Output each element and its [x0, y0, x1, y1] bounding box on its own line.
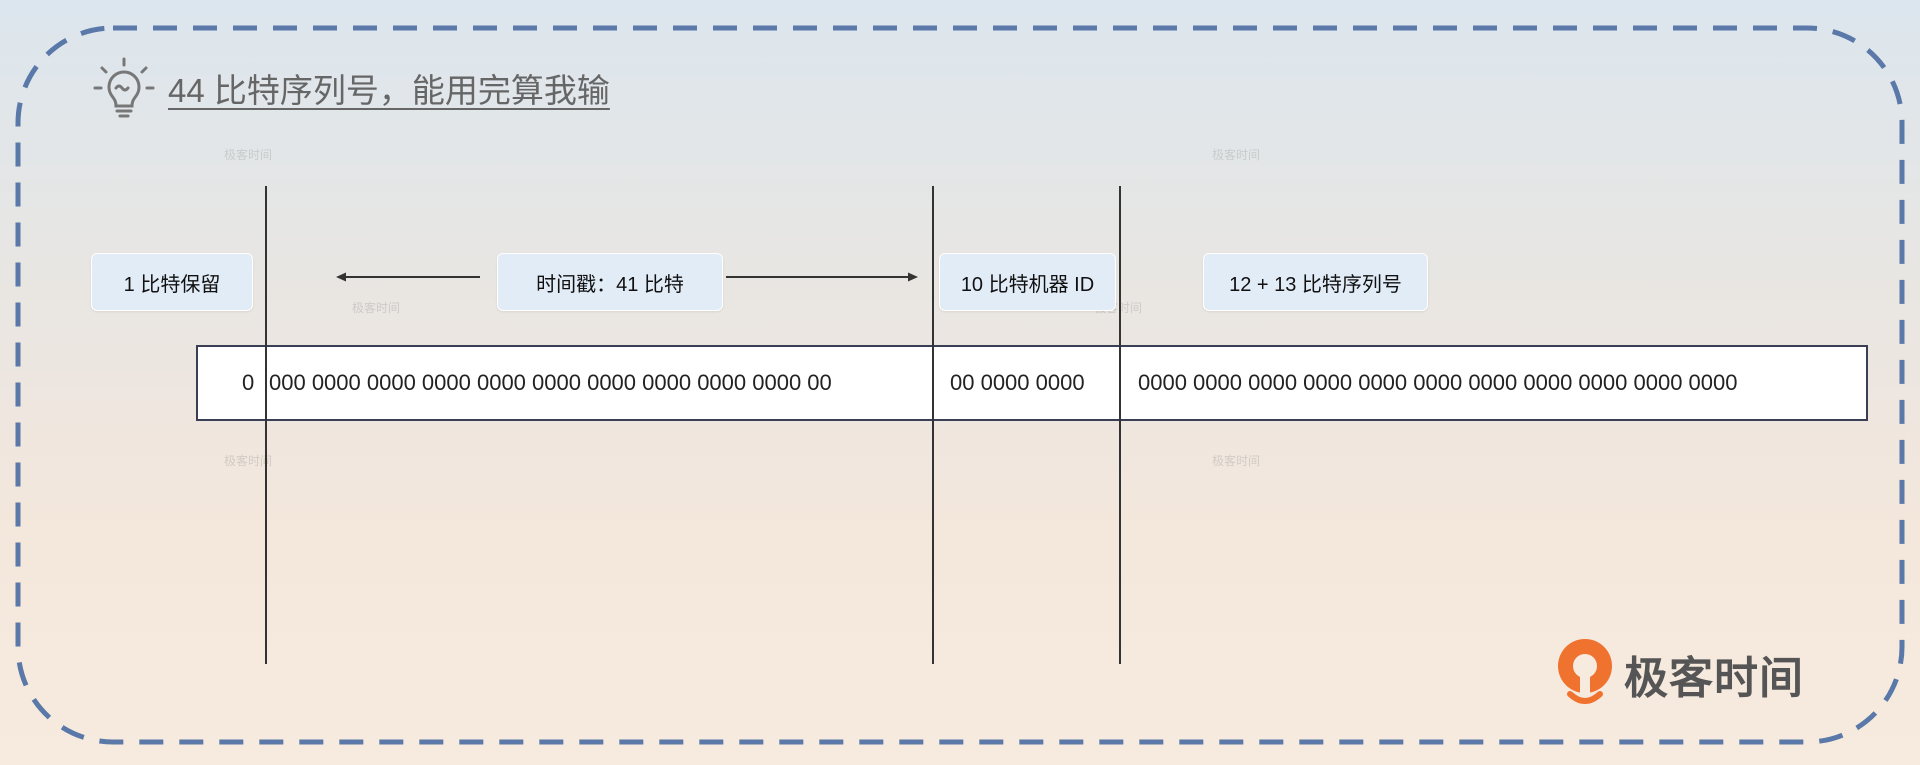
watermark: 极客时间	[1212, 454, 1261, 468]
sequence-bits: 0000 0000 0000 0000 0000 0000 0000 0000 …	[1138, 370, 1738, 395]
geektime-logo-icon	[1558, 639, 1612, 704]
machine-id-bits: 00 0000 0000	[950, 370, 1085, 395]
label-reserved: 1 比特保留	[91, 253, 253, 311]
watermark: 极客时间	[224, 454, 273, 468]
lightbulb-icon	[93, 57, 155, 118]
watermark: 极客时间	[352, 301, 401, 315]
right-arrow-icon	[726, 272, 918, 282]
title-row: 44 比特序列号，能用完算我输	[92, 56, 610, 120]
page-title: 44 比特序列号，能用完算我输	[168, 72, 610, 109]
brand-logo: 极客时间	[1556, 638, 1804, 710]
watermark: 极客时间	[224, 148, 273, 162]
label-sequence: 12 + 13 比特序列号	[1203, 253, 1428, 311]
divider-line	[932, 186, 934, 664]
divider-line	[265, 186, 267, 664]
bit-layout-bar	[196, 345, 1868, 421]
timestamp-bits: 000 0000 0000 0000 0000 0000 0000 0000 0…	[269, 370, 832, 395]
divider-line	[1119, 186, 1121, 664]
watermark: 极客时间	[1212, 148, 1261, 162]
logo-text: 极客时间	[1624, 654, 1804, 703]
label-timestamp: 时间戳：41 比特	[497, 253, 723, 311]
reserved-bits: 0	[242, 370, 255, 395]
label-machine-id: 10 比特机器 ID	[939, 253, 1116, 311]
left-arrow-icon	[336, 272, 480, 282]
